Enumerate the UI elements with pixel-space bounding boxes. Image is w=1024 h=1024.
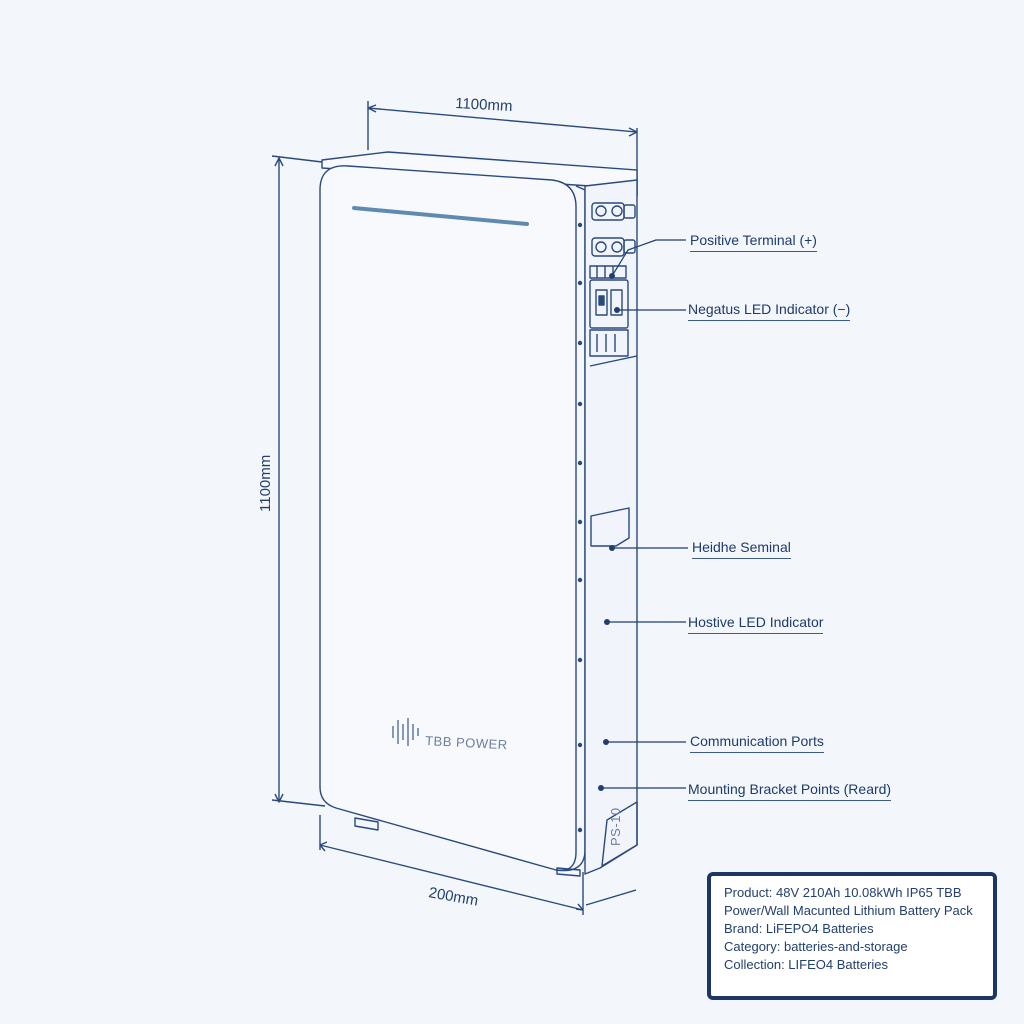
height-dimension bbox=[271, 155, 326, 807]
logo-text: TBB POWER bbox=[425, 733, 508, 752]
category-line: Category: batteries-and-storage bbox=[724, 939, 908, 954]
product-line-cont: Power/Wall Macunted Lithium Battery Pack bbox=[724, 903, 973, 918]
front-panel bbox=[319, 165, 577, 872]
callout-negative-led: Negatus LED Indicator (−) bbox=[688, 301, 851, 321]
product-info-box: Product: 48V 210Ah 10.08kWh IP65 TBB Pow… bbox=[707, 872, 997, 1000]
callout-dots bbox=[598, 273, 620, 791]
brand-line: Brand: LiFEPO4 Batteries bbox=[724, 921, 874, 936]
rear-foot bbox=[556, 867, 581, 877]
callout-positive-led: Hostive LED Indicator bbox=[688, 614, 824, 634]
callout-leaders bbox=[601, 239, 688, 789]
callout-negative-terminal: Heidhe Seminal bbox=[692, 539, 791, 559]
side-tag-text: PS-10 bbox=[608, 807, 623, 846]
top-width-label: 1100mm bbox=[455, 95, 513, 115]
led-strip bbox=[352, 206, 529, 226]
front-foot bbox=[354, 817, 379, 831]
mounting-tag bbox=[601, 801, 638, 867]
logo-mark-icon bbox=[392, 718, 419, 746]
collection-line: Collection: LIFEO4 Batteries bbox=[724, 957, 889, 972]
callout-positive-terminal: Positive Terminal (+) bbox=[690, 232, 817, 252]
product-line: Product: 48V 210Ah 10.08kWh IP65 TBB bbox=[724, 885, 962, 900]
depth-dimension bbox=[319, 815, 637, 915]
height-label: 1100mm bbox=[257, 455, 274, 512]
terminal-group bbox=[589, 202, 636, 279]
callout-mounting-points: Mounting Bracket Points (Reard) bbox=[688, 781, 892, 801]
depth-label: 200mm bbox=[427, 884, 479, 909]
side-screws bbox=[577, 222, 583, 833]
control-module bbox=[589, 279, 638, 367]
callout-comm-ports: Communication Ports bbox=[690, 733, 824, 753]
comm-port-recess bbox=[590, 507, 630, 547]
